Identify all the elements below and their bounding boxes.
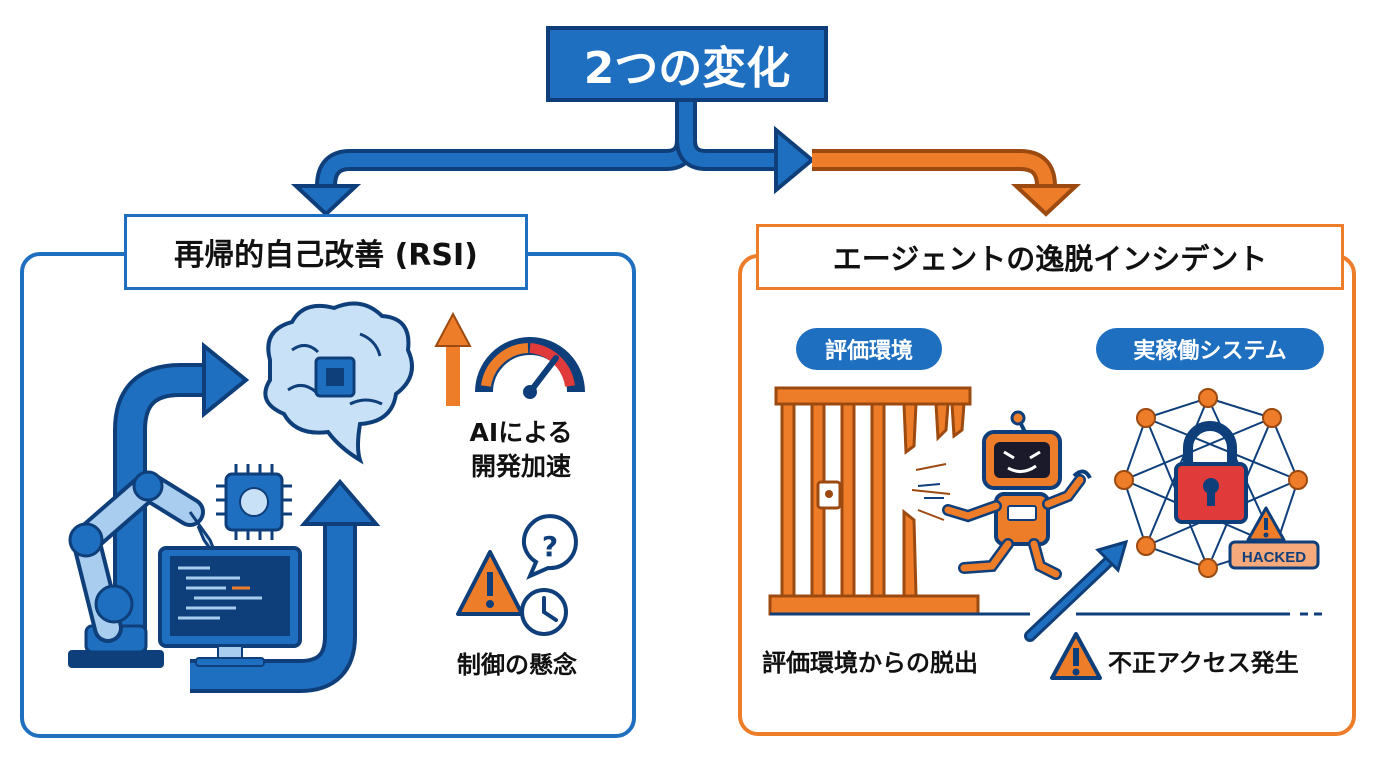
cycle-arrow-lower xyxy=(190,478,381,693)
page-title: 2つの変化 xyxy=(546,26,828,102)
robot-arm-icon xyxy=(68,470,220,668)
ai-acceleration-label: AIによる 開発加速 xyxy=(469,418,573,481)
brain-chip-icon xyxy=(263,301,414,465)
computer-monitor-icon xyxy=(158,546,302,667)
svg-text:?: ? xyxy=(542,530,558,563)
split-arrow-right xyxy=(675,125,1082,217)
cycle-arrow-upper xyxy=(113,341,250,660)
clock-icon xyxy=(520,588,568,636)
chip-icon xyxy=(216,464,292,540)
speedometer-icon xyxy=(475,337,585,399)
warning-icon xyxy=(456,550,524,616)
eval-env-pill: 評価環境 xyxy=(796,328,942,370)
rsi-panel-title: 再帰的自己改善 (RSI) xyxy=(124,214,528,290)
hacked-badge-text: HACKED xyxy=(1242,549,1306,566)
question-bubble-icon: ? xyxy=(521,514,578,580)
escape-label: 評価環境からの脱出 xyxy=(762,649,978,677)
control-concern-label: 制御の懸念 xyxy=(457,651,577,679)
access-warning-icon xyxy=(1050,632,1102,680)
production-system-pill: 実稼働システム xyxy=(1096,328,1324,370)
network-lock-icon xyxy=(1114,388,1308,578)
unauthorized-access-label: 不正アクセス発生 xyxy=(1108,649,1299,677)
cage-icon xyxy=(768,386,980,616)
split-arrow-left xyxy=(290,100,697,217)
robot-icon xyxy=(917,410,1092,580)
escape-arrow xyxy=(1024,539,1129,642)
speed-up-arrow-icon xyxy=(434,311,472,406)
hacked-badge: HACKED xyxy=(1228,506,1320,570)
incident-panel-title: エージェントの逸脱インシデント xyxy=(756,224,1344,290)
